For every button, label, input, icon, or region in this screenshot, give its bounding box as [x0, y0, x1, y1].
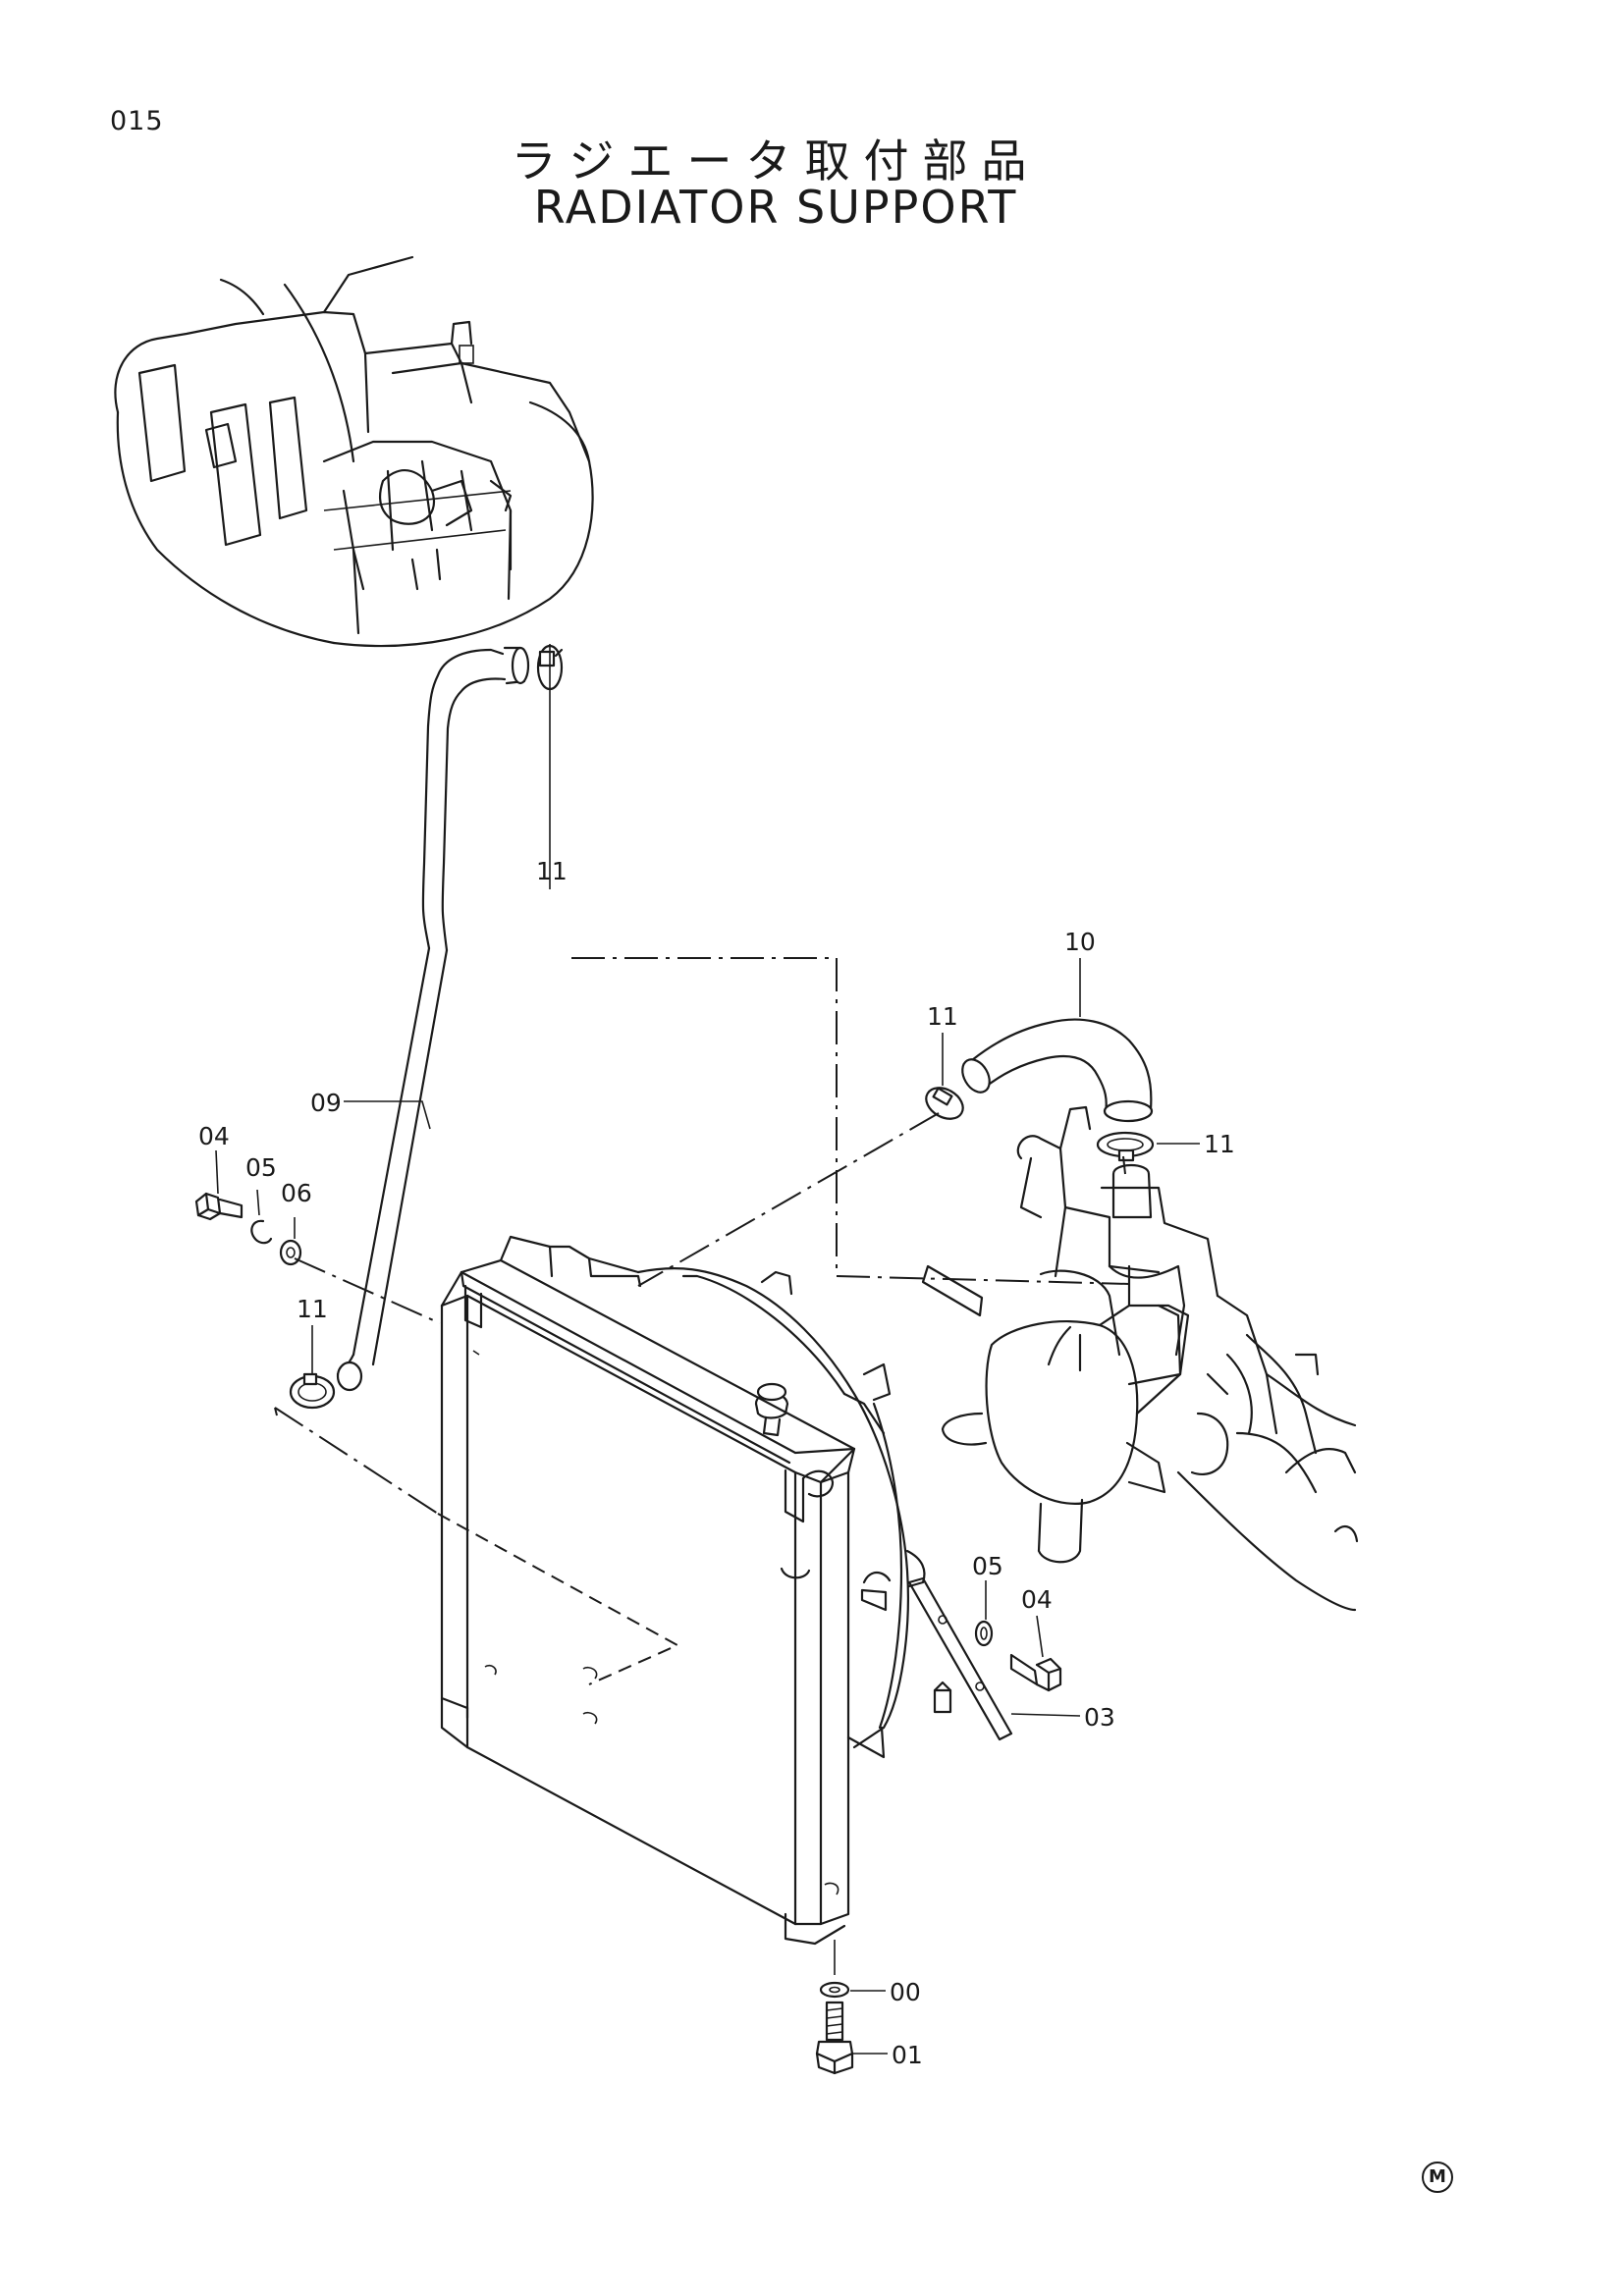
callout-09: 09	[310, 1089, 342, 1117]
callout-10: 10	[1064, 928, 1096, 956]
callout-01: 01	[892, 2041, 923, 2069]
washer-06	[279, 1239, 302, 1266]
washer-00	[819, 1981, 850, 1999]
callout-05-right: 05	[972, 1552, 1003, 1580]
bolt-04-left	[194, 1192, 244, 1221]
title-japanese: ラジエータ取付部品	[511, 134, 1041, 187]
bolt-01	[815, 2001, 854, 2075]
radiator	[440, 1258, 856, 1946]
cooling-fan	[921, 1264, 1190, 1564]
page-number: 015	[110, 106, 164, 136]
engine-block	[1016, 1105, 1359, 1612]
fan-shroud	[499, 1235, 926, 1759]
callout-11-left: 11	[297, 1295, 328, 1323]
callout-04-left: 04	[198, 1122, 230, 1150]
excavator-overview-illustration	[114, 255, 594, 648]
support-bracket-03	[860, 1571, 1013, 1741]
lower-hose-10	[961, 1018, 1154, 1123]
callout-06: 06	[281, 1179, 312, 1207]
manufacturer-mark: M	[1422, 2162, 1453, 2193]
callout-11-top: 11	[536, 857, 568, 885]
title-english: RADIATOR SUPPORT	[533, 181, 1018, 234]
callout-11-engine: 11	[1204, 1130, 1235, 1158]
assembly-lines	[274, 957, 1130, 1975]
leader-lines	[215, 644, 1200, 2055]
callout-labels: 11 10 11 11 09 04 05 06 11 05 04 03 00 0…	[198, 857, 1235, 2069]
hose-clamp-11-left	[289, 1372, 336, 1410]
bolt-04-right	[1009, 1653, 1062, 1692]
washer-05-left	[250, 1219, 273, 1245]
washer-05-right	[974, 1620, 994, 1647]
hose-clamp-11-right	[925, 1087, 964, 1120]
callout-11-right-clamp: 11	[927, 1002, 958, 1031]
callout-00: 00	[890, 1978, 921, 2006]
hose-clamp-11-engine	[1096, 1131, 1155, 1162]
upper-hose-09	[336, 646, 530, 1392]
callout-05-left: 05	[245, 1153, 277, 1182]
callout-03: 03	[1084, 1703, 1115, 1732]
callout-04-right: 04	[1021, 1585, 1053, 1614]
